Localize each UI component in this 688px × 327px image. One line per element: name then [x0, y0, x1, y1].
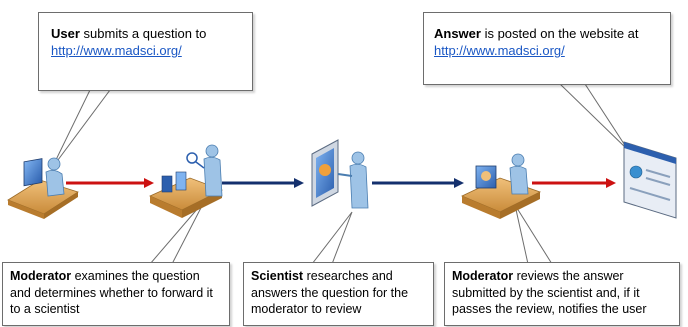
callout-moderator-examine-text: examines the question and determines whe…: [10, 269, 213, 316]
callout-pointer-user: [51, 89, 111, 169]
moderator-review-icon: [461, 153, 542, 219]
callout-moderator-reviews: Moderator reviews the answer submitted b…: [444, 262, 680, 326]
callout-pointer-scientist: [310, 211, 353, 265]
callout-user-role: User: [51, 26, 80, 41]
callout-user-text: submits a question to: [79, 26, 207, 41]
callout-pointer-answer: [558, 83, 629, 151]
callout-answer-posted: Answer is posted on the website at http:…: [423, 12, 671, 85]
madsci-link-answer[interactable]: http://www.madsci.org/: [434, 43, 565, 58]
callout-user-submits: User submits a question to http://www.ma…: [38, 12, 253, 91]
website-window-icon: [623, 141, 677, 219]
callout-moderator-examines: Moderator examines the question and dete…: [2, 262, 230, 326]
callout-scientist-role: Scientist: [251, 269, 304, 283]
scientist-presentation-icon: [311, 139, 369, 209]
callout-scientist-text: researches and answers the question for …: [251, 269, 409, 316]
callout-pointer-moderator-review: [514, 204, 553, 265]
user-workstation-icon: [7, 157, 79, 219]
callout-moderator-review-role: Moderator: [452, 269, 514, 283]
callout-moderator-review-text: reviews the answer submitted by the scie…: [452, 269, 647, 316]
moderator-inspect-icon: [149, 144, 223, 218]
callout-moderator-examine-role: Moderator: [10, 269, 72, 283]
callout-answer-role: Answer: [434, 26, 481, 41]
madsci-link-user[interactable]: http://www.madsci.org/: [51, 43, 182, 58]
callout-answer-text: is posted on the website at: [480, 26, 639, 41]
callout-scientist-researches: Scientist researches and answers the que…: [243, 262, 434, 326]
